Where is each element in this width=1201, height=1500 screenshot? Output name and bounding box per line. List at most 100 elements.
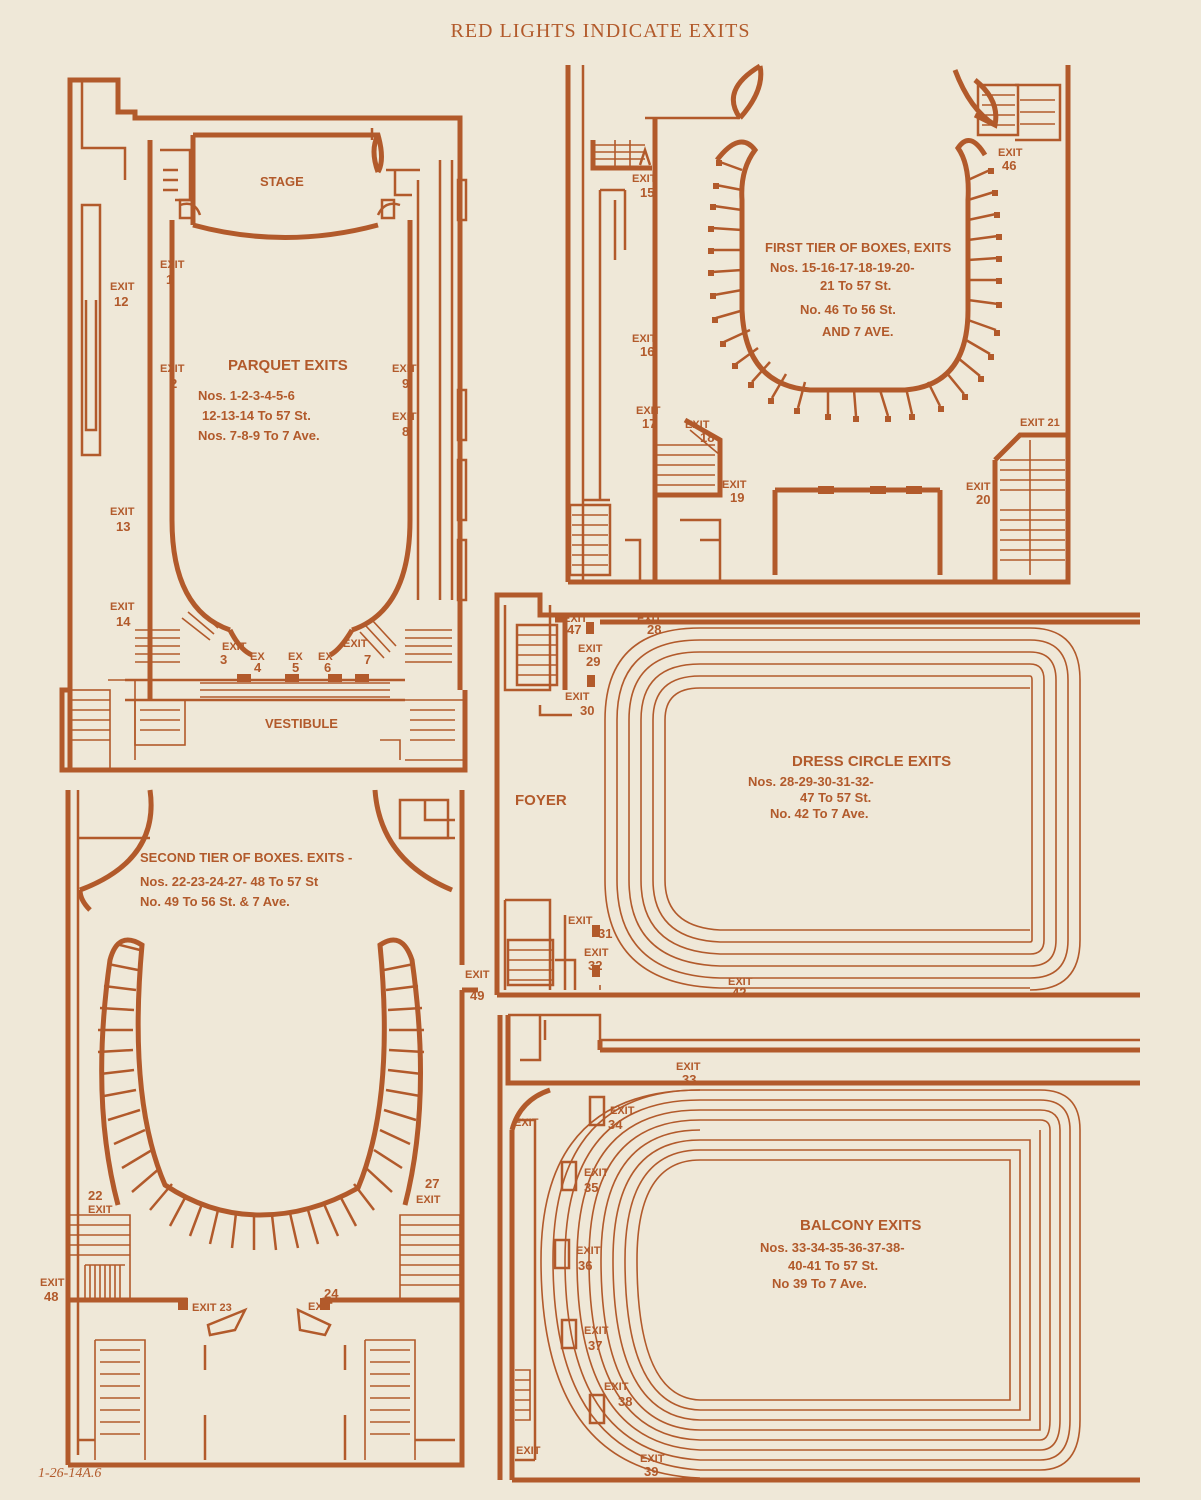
exit-39-word: EXIT (640, 1453, 665, 1465)
page-header: RED LIGHTS INDICATE EXITS (450, 20, 751, 42)
exit-32-word: EXIT (584, 947, 609, 959)
exit-18-number: 18 (700, 430, 714, 445)
exit-49-number: 49 (470, 988, 484, 1003)
exit-9-word: EXIT (392, 363, 417, 375)
exit-21-label: EXIT 21 (1020, 417, 1060, 429)
balcony-line-3: No 39 To 7 Ave. (772, 1276, 867, 1291)
exit-5-number: 5 (292, 660, 299, 675)
exit-46-word: EXIT (998, 147, 1023, 159)
exit-19-word: EXIT (722, 479, 747, 491)
balcony-plan (497, 1013, 1140, 1483)
first-tier-line-2: 21 To 57 St. (820, 278, 891, 293)
first-tier-labels: FIRST TIER OF BOXES, EXITS Nos. 15-16-17… (632, 147, 1060, 507)
exit-14-word: EXIT (110, 601, 135, 613)
dress-circle-line-3: No. 42 To 7 Ave. (770, 806, 869, 821)
parquet-line-2: 12-13-14 To 57 St. (202, 408, 311, 423)
second-tier-plan (65, 789, 478, 1468)
exit-36-word: EXIT (576, 1245, 601, 1257)
exit-3-word: EXIT (222, 641, 247, 653)
exit-9-number: 9 (402, 376, 409, 391)
balcony-line-2: 40-41 To 57 St. (788, 1258, 878, 1273)
balcony-rows (540, 1089, 1081, 1479)
exit-18-word: EXIT (685, 419, 710, 431)
exit-13-word: EXIT (110, 506, 135, 518)
exit-2-number: 2 (170, 376, 177, 391)
exit-31-word: EXIT (568, 915, 593, 927)
exit-17-number: 17 (642, 416, 656, 431)
exit-13-number: 13 (116, 519, 130, 534)
second-tier-labels: SECOND TIER OF BOXES. EXITS - Nos. 22-23… (40, 850, 490, 1314)
exit-41-label: EXIT (516, 1445, 541, 1457)
exit-6-number: 6 (324, 660, 331, 675)
exit-38-number: 38 (618, 1394, 632, 1409)
stage-label: STAGE (260, 174, 304, 189)
exit-27-word: EXIT (416, 1194, 441, 1206)
exit-30-word: EXIT (565, 691, 590, 703)
exit-19-number: 19 (730, 490, 744, 505)
exit-30-number: 30 (580, 703, 594, 718)
second-tier-box-partitions (97, 942, 425, 1251)
exit-14-number: 14 (116, 614, 131, 629)
exit-23-label: EXIT 23 (192, 1302, 232, 1314)
exit-28-number: 28 (647, 622, 661, 637)
dress-circle-rows (599, 627, 1081, 991)
exit-7-number: 7 (364, 652, 371, 667)
exit-29-number: 29 (586, 654, 600, 669)
exit-33-word: EXIT (676, 1061, 701, 1073)
exit-12-number: 12 (114, 294, 128, 309)
archive-note: 1-26-14A.6 (38, 1466, 102, 1481)
dress-circle-line-1: Nos. 28-29-30-31-32- (748, 774, 874, 789)
second-tier-title: SECOND TIER OF BOXES. EXITS - (140, 850, 352, 865)
exit-8-number: 8 (402, 424, 409, 439)
exit-7-word: EXIT (343, 638, 368, 650)
exit-37-word: EXIT (584, 1325, 609, 1337)
exit-42-word: EXIT (728, 976, 753, 988)
exit-34-number: 34 (608, 1117, 623, 1132)
dress-circle-plan (494, 592, 1140, 998)
exit-40-label: EXIT (514, 1117, 539, 1129)
exit-15-number: 15 (640, 185, 654, 200)
dress-circle-labels: DRESS CIRCLE EXITS Nos. 28-29-30-31-32- … (515, 613, 951, 1000)
exit-8-word: EXIT (392, 411, 417, 423)
exit-12-word: EXIT (110, 281, 135, 293)
foyer-label: FOYER (515, 792, 567, 809)
exit-5-word: EX (288, 651, 303, 663)
parquet-plan (59, 77, 468, 773)
exit-48-number: 48 (44, 1289, 58, 1304)
exit-22-word: EXIT (88, 1204, 113, 1216)
first-tier-title: FIRST TIER OF BOXES, EXITS (765, 240, 952, 255)
first-tier-box-partitions (711, 160, 999, 417)
exit-34-word: EXIT (610, 1105, 635, 1117)
exit-27-number: 27 (425, 1176, 439, 1191)
exit-20-number: 20 (976, 492, 990, 507)
exit-36-number: 36 (578, 1258, 592, 1273)
parquet-line-1: Nos. 1-2-3-4-5-6 (198, 388, 295, 403)
exit-38-word: EXIT (604, 1381, 629, 1393)
balcony-labels: BALCONY EXITS Nos. 33-34-35-36-37-38- 40… (514, 1061, 921, 1479)
exit-2-word: EXIT (160, 363, 185, 375)
exit-49-word: EXIT (465, 969, 490, 981)
exit-20-word: EXIT (966, 481, 991, 493)
exit-6-word: EX (318, 651, 333, 663)
exit-1-word: EXIT (160, 259, 185, 271)
exit-32-number: 32 (588, 958, 602, 973)
first-tier-line-1: Nos. 15-16-17-18-19-20- (770, 260, 915, 275)
exit-15-word: EXIT (632, 173, 657, 185)
parquet-title: PARQUET EXITS (228, 357, 348, 374)
exit-42-number: 42 (732, 985, 746, 1000)
exit-47-number: 47 (567, 622, 581, 637)
first-tier-line-4: AND 7 AVE. (822, 324, 894, 339)
exit-39-number: 39 (644, 1464, 658, 1479)
parquet-line-3: Nos. 7-8-9 To 7 Ave. (198, 428, 320, 443)
first-tier-line-3: No. 46 To 56 St. (800, 302, 896, 317)
balcony-title: BALCONY EXITS (800, 1217, 921, 1234)
dress-circle-title: DRESS CIRCLE EXITS (792, 753, 951, 770)
exit-16-word: EXIT (632, 333, 657, 345)
balcony-line-1: Nos. 33-34-35-36-37-38- (760, 1240, 905, 1255)
first-tier-plan (565, 63, 1071, 585)
exit-4-word: EX (250, 651, 265, 663)
exit-24-word: EXIT (308, 1301, 333, 1313)
exit-4-number: 4 (254, 660, 262, 675)
